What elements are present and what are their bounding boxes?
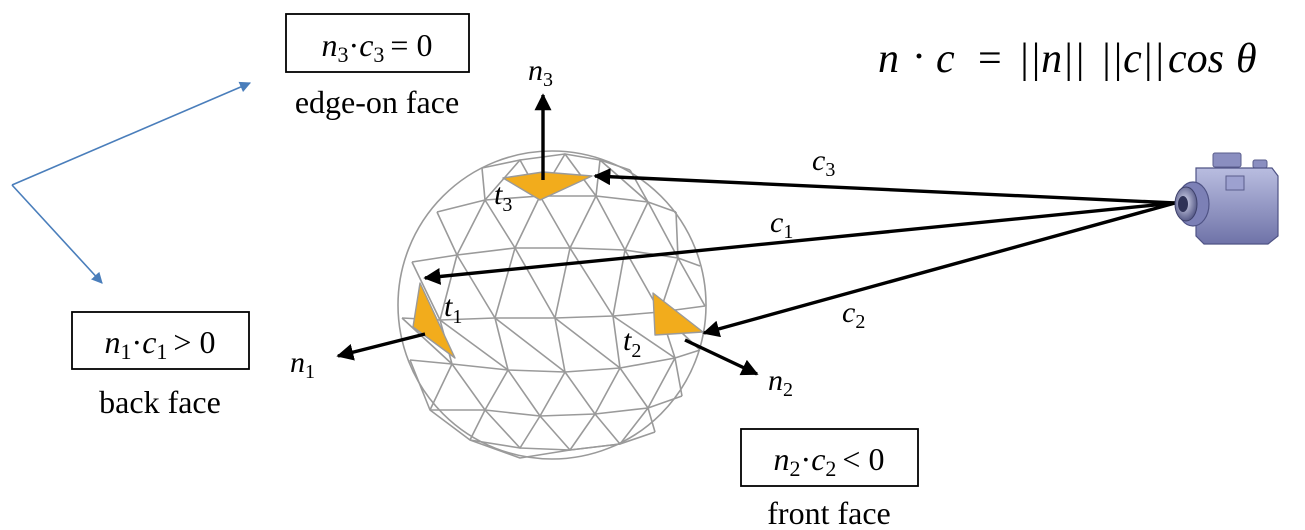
normal-n2-arrow xyxy=(684,338,759,376)
label-t2: t2 xyxy=(623,324,641,362)
label-n3: n3 xyxy=(528,54,553,91)
front-face-equation: n2·c2< 0 xyxy=(774,441,885,481)
label-c1: c1 xyxy=(770,206,793,243)
formula-c: c xyxy=(936,36,955,82)
formula-norm-c: ||c|| xyxy=(1100,36,1165,82)
label-n1: n1 xyxy=(290,346,315,383)
back-face-box xyxy=(71,311,250,370)
camera-vectors xyxy=(423,168,1176,338)
pointer-arrow-edge-on xyxy=(11,81,252,186)
dot-product-formula: n · c = ||n|| ||c|| cos θ xyxy=(878,34,1257,82)
edge-on-condition: n3·c3= 0 edge-on face xyxy=(285,13,470,120)
geodesic-sphere xyxy=(397,150,707,460)
label-c3: c3 xyxy=(812,144,835,181)
camera-vector-c2 xyxy=(702,201,1176,338)
formula-cos: cos xyxy=(1168,36,1224,82)
front-face-box xyxy=(740,428,919,487)
formula-norm-n: ||n|| xyxy=(1018,36,1085,82)
camera-vector-c3 xyxy=(593,168,1176,205)
label-t3: t3 xyxy=(494,178,512,216)
label-c2: c2 xyxy=(842,296,865,333)
label-n2: n2 xyxy=(768,364,793,401)
normal-n1-arrow xyxy=(336,332,426,361)
pointer-arrow-back-face xyxy=(11,184,103,284)
back-face-equation: n1·c1> 0 xyxy=(105,324,216,364)
front-face-condition: n2·c2< 0 front face xyxy=(740,428,919,530)
back-face-caption: back face xyxy=(99,384,221,420)
triangle-t3-face xyxy=(502,171,593,201)
sphere-outline xyxy=(397,150,707,460)
formula-n: n xyxy=(878,36,899,82)
label-t1: t1 xyxy=(444,290,462,328)
formula-theta: θ xyxy=(1236,36,1257,82)
front-face-caption: front face xyxy=(767,495,890,530)
triangle-t1-face xyxy=(412,282,456,359)
pointer-arrows xyxy=(11,81,252,284)
vector-labels: n3 n1 n2 t3 t1 t2 c3 c1 c2 xyxy=(290,54,865,401)
triangle-t2-face xyxy=(652,292,704,336)
camera-vector-c1 xyxy=(423,201,1176,285)
normal-vectors xyxy=(336,93,759,376)
edge-on-caption: edge-on face xyxy=(295,84,459,120)
camera-icon xyxy=(1174,152,1279,245)
formula-dot: · xyxy=(912,34,926,80)
back-face-condition: n1·c1> 0 back face xyxy=(71,311,250,420)
edge-on-equation: n3·c3= 0 xyxy=(322,27,433,67)
sphere-struts xyxy=(401,153,706,459)
edge-on-box xyxy=(285,13,470,73)
formula-equals: = xyxy=(978,36,1002,82)
